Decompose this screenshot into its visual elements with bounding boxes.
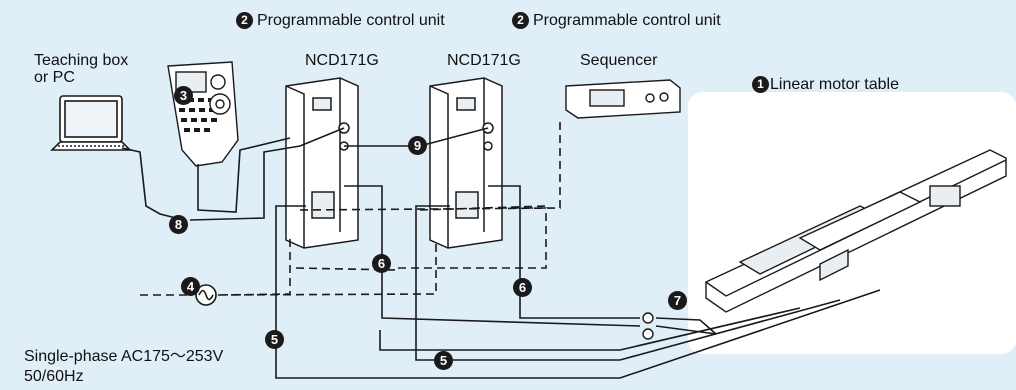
callout-8: 8 bbox=[169, 215, 188, 234]
driver-1-unit bbox=[286, 78, 358, 248]
callout-4: 4 bbox=[181, 277, 200, 296]
callout-9: 9 bbox=[408, 136, 427, 155]
callout-3: 3 bbox=[174, 86, 193, 105]
callout-6-left: 6 bbox=[372, 254, 391, 273]
callout-7: 7 bbox=[668, 291, 687, 310]
teaching-pendant-icon bbox=[168, 62, 238, 166]
connectors bbox=[643, 313, 653, 339]
callout-5-bottom: 5 bbox=[434, 351, 453, 370]
linear-motor-table-icon bbox=[706, 150, 1006, 312]
callout-5-left: 5 bbox=[265, 330, 284, 349]
laptop-icon bbox=[52, 96, 130, 150]
driver-2-unit bbox=[430, 78, 502, 248]
callout-6-right: 6 bbox=[513, 278, 532, 297]
sequencer-unit bbox=[566, 80, 680, 118]
